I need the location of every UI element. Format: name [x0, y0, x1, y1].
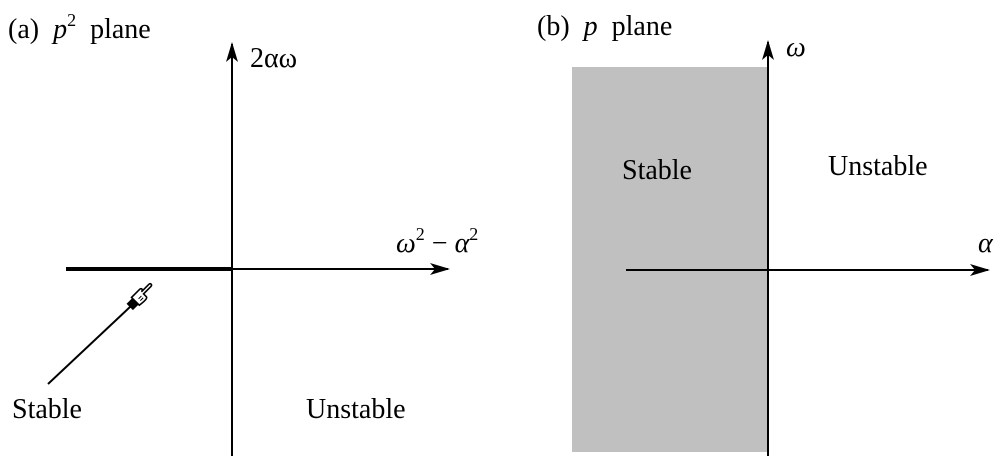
panel-b-tag: (b) — [537, 11, 570, 42]
panel-a-plane-exp: 2 — [67, 10, 77, 30]
panel-b-plane-var: p — [583, 11, 598, 42]
panel-b-stable-label: Stable — [622, 155, 692, 186]
panel-a-title: (a) p2 plane — [8, 11, 151, 45]
panel-a-y-axis-label: 2αω — [250, 43, 298, 74]
panel-a-x-label-omega: ω — [396, 228, 416, 259]
pointing-hand-icon — [126, 283, 153, 311]
panel-b-x-axis-label: α — [978, 228, 993, 259]
panel-b-stable-region — [572, 67, 768, 452]
panel-a-x-axis-label: ω2 − α2 — [396, 225, 478, 259]
panel-a-x-label-alpha: α — [454, 228, 470, 259]
panel-a-stable-label: Stable — [12, 394, 82, 425]
panel-a-graphics — [47, 42, 450, 456]
panel-a-x-label-minus: − — [424, 228, 455, 259]
panel-a-x-label-exp1: 2 — [415, 224, 425, 244]
panel-a-unstable-label: Unstable — [306, 394, 406, 425]
panel-a-plane-var: p — [53, 14, 68, 45]
panel-b-unstable-label: Unstable — [828, 151, 928, 182]
panel-a-stable-pointer-line — [47, 305, 132, 385]
panel-b-plane-word: plane — [611, 11, 673, 42]
panel-b-graphics — [572, 40, 990, 456]
panel-a-x-label-exp2: 2 — [469, 224, 479, 244]
panel-b-title: (b) p plane — [537, 13, 672, 41]
panel-a-tag: (a) — [8, 14, 40, 45]
panel-b-y-axis-label: ω — [786, 32, 806, 63]
panel-a-plane-word: plane — [90, 14, 151, 45]
